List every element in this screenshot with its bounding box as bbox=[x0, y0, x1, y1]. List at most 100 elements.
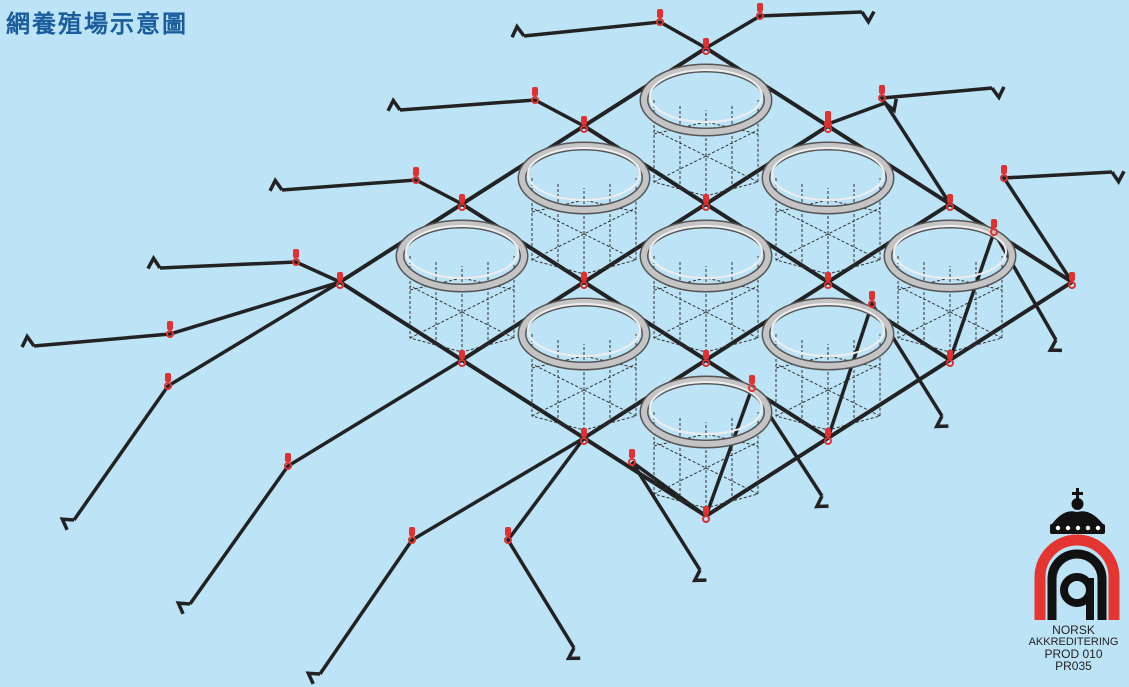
anchor-line bbox=[33, 280, 341, 348]
accreditation-line-4: PR035 bbox=[1055, 659, 1092, 673]
node-buoy-icon bbox=[337, 272, 343, 281]
anchor-icon bbox=[933, 415, 949, 429]
node-buoy-icon bbox=[580, 125, 588, 133]
node-buoy-icon bbox=[824, 125, 832, 133]
crown-icon bbox=[1034, 488, 1120, 620]
buoy-icon bbox=[167, 321, 173, 330]
node-buoy-icon bbox=[1069, 272, 1075, 281]
node-buoy-icon bbox=[702, 47, 710, 55]
buoy-icon bbox=[756, 12, 764, 20]
anchor-line bbox=[399, 98, 585, 128]
grid-line bbox=[704, 280, 1074, 518]
anchor-icon bbox=[510, 23, 526, 38]
buoy-icon bbox=[656, 18, 664, 26]
anchor-icon bbox=[1047, 339, 1063, 353]
buoy-icon bbox=[164, 382, 172, 390]
anchor-line bbox=[318, 436, 585, 675]
node-buoy-icon bbox=[703, 38, 709, 47]
net-pen bbox=[639, 63, 773, 197]
accreditation-logo: NORSK AKKREDITERING PROD 010 PR035 bbox=[1018, 482, 1129, 687]
node-buoy-icon bbox=[581, 116, 587, 125]
accreditation-line-1: NORSK bbox=[1052, 623, 1095, 637]
buoy-icon bbox=[990, 228, 998, 236]
node-buoy-icon bbox=[703, 194, 709, 203]
node-buoy-icon bbox=[580, 437, 588, 445]
anchor-icon bbox=[59, 517, 75, 531]
anchor-line bbox=[1000, 170, 1113, 283]
node-buoy-icon bbox=[947, 194, 953, 203]
anchor-line bbox=[948, 227, 1058, 361]
node-buoy-icon bbox=[581, 428, 587, 437]
buoy-icon bbox=[657, 9, 663, 18]
buoy-icon bbox=[748, 384, 756, 392]
anchor-line bbox=[505, 436, 586, 649]
accreditation-line-3: PROD 010 bbox=[1044, 647, 1103, 661]
node-buoy-icon bbox=[825, 116, 831, 125]
buoy-icon bbox=[505, 527, 511, 536]
net-pens bbox=[395, 63, 1017, 509]
net-pen bbox=[517, 297, 651, 431]
anchor-line bbox=[705, 10, 863, 50]
buoy-icon bbox=[412, 176, 420, 184]
buoy-icon bbox=[628, 458, 636, 466]
page-title: 網養殖場示意圖 bbox=[6, 10, 188, 38]
buoy-icon bbox=[991, 219, 997, 228]
anchor-icon bbox=[565, 647, 581, 661]
node-buoy-icon bbox=[824, 437, 832, 445]
node-buoy-icon bbox=[703, 506, 709, 515]
node-buoy-icon bbox=[459, 194, 465, 203]
node-buoy-icon bbox=[824, 281, 832, 289]
anchor-icon bbox=[146, 254, 162, 270]
anchor-icon bbox=[1110, 170, 1126, 186]
buoy-icon bbox=[629, 449, 635, 458]
buoy-icon bbox=[757, 3, 763, 12]
buoy-icon bbox=[166, 330, 174, 338]
net-pen bbox=[761, 141, 895, 275]
node-buoy-icon bbox=[702, 515, 710, 523]
buoy-icon bbox=[408, 536, 416, 544]
anchor-line bbox=[826, 101, 886, 126]
node-buoy-icon bbox=[946, 359, 954, 367]
node-buoy-icon bbox=[702, 203, 710, 211]
buoy-icon bbox=[1001, 165, 1007, 174]
anchor-icon bbox=[305, 671, 321, 685]
net-pen bbox=[517, 141, 651, 275]
anchor-icon bbox=[814, 495, 829, 509]
buoy-icon bbox=[285, 453, 291, 462]
accreditation-line-2: AKKREDITERING bbox=[1028, 636, 1119, 648]
node-buoy-icon bbox=[703, 350, 709, 359]
buoy-icon bbox=[531, 96, 539, 104]
anchor-line bbox=[878, 86, 993, 205]
anchor-line bbox=[630, 460, 708, 571]
anchor-icon bbox=[175, 601, 191, 615]
anchor-line bbox=[72, 280, 341, 522]
buoy-icon bbox=[868, 300, 876, 308]
buoy-icon bbox=[879, 85, 885, 94]
node-buoy-icon bbox=[825, 428, 831, 437]
node-buoy-icon bbox=[458, 359, 466, 367]
node-buoy-icon bbox=[702, 359, 710, 367]
anchor-icon bbox=[860, 10, 876, 26]
buoys bbox=[164, 3, 1076, 544]
buoy-icon bbox=[869, 291, 875, 300]
buoy-icon bbox=[1000, 174, 1008, 182]
buoy-icon bbox=[284, 462, 292, 470]
node-buoy-icon bbox=[580, 281, 588, 289]
buoy-icon bbox=[293, 249, 299, 258]
anchor-line bbox=[281, 178, 463, 206]
node-buoy-icon bbox=[581, 272, 587, 281]
node-buoy-icon bbox=[946, 203, 954, 211]
net-pen bbox=[761, 297, 895, 431]
grid-line bbox=[338, 280, 708, 518]
anchor-lines bbox=[20, 10, 1126, 685]
buoy-icon bbox=[878, 94, 886, 102]
buoy-icon bbox=[749, 375, 755, 384]
anchor-line bbox=[188, 358, 463, 606]
node-buoy-icon bbox=[336, 281, 344, 289]
anchor-icon bbox=[20, 333, 36, 348]
anchor-icon bbox=[691, 569, 707, 583]
buoy-icon bbox=[504, 536, 512, 544]
buoy-icon bbox=[409, 527, 415, 536]
anchor-line bbox=[523, 20, 707, 50]
anchor-line bbox=[159, 260, 341, 284]
